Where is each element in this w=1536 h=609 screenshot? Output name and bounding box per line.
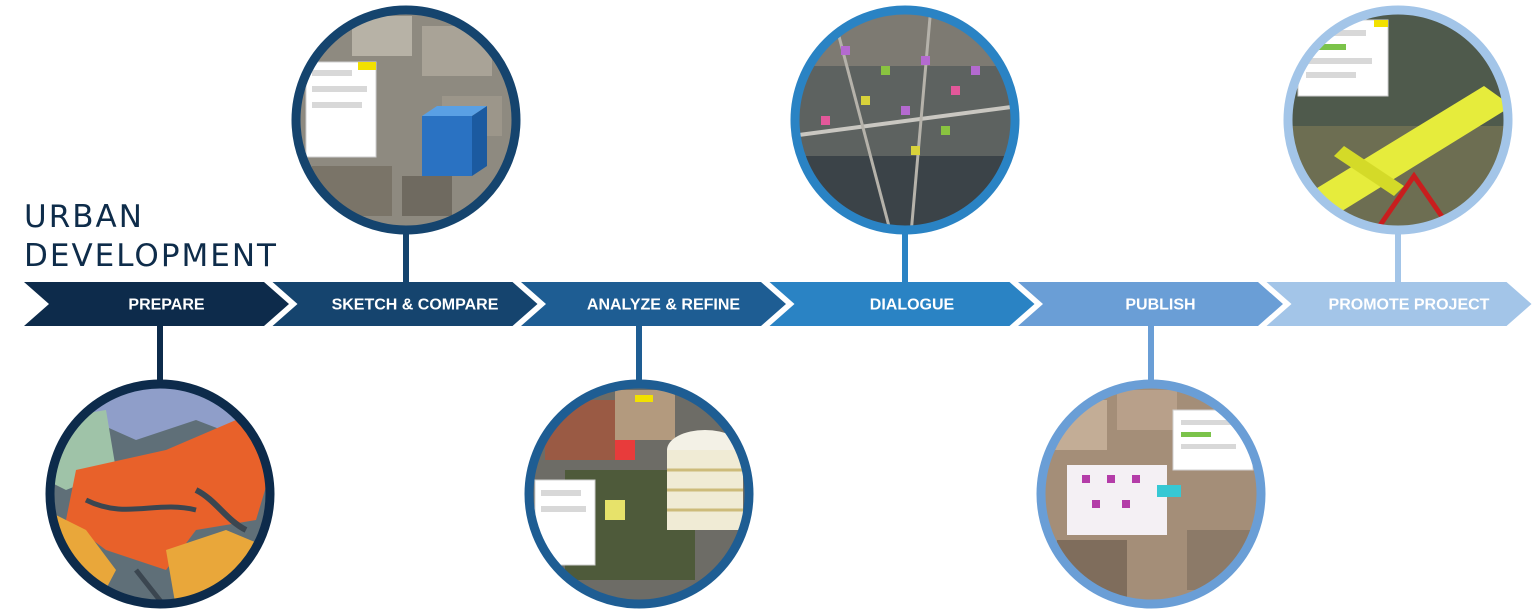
stage-image-ring-publish: [1036, 379, 1266, 609]
stage-arrow-promote-project: [1266, 282, 1532, 326]
stage-arrow-prepare: [24, 282, 289, 326]
title-line-1: URBAN: [24, 199, 144, 235]
stage-image-city-map-with-colored-markers: [797, 12, 1013, 228]
stage-image-ring-sketch-and-compare: [291, 5, 521, 235]
stage-image-yellow-infrastructure-3d-view: [1290, 12, 1506, 228]
title-line-2: DEVELOPMENT: [24, 238, 278, 274]
stage-image-ring-prepare: [45, 379, 275, 609]
stage-arrow-publish: [1018, 282, 1283, 326]
stage-arrow-analyze-and-refine: [521, 282, 786, 326]
stage-label-prepare: PREPARE: [128, 297, 204, 314]
stage-arrow-dialogue: [769, 282, 1035, 326]
stage-label-analyze-and-refine: ANALYZE & REFINE: [587, 297, 741, 314]
stage-label-promote-project: PROMOTE PROJECT: [1329, 297, 1490, 314]
stage-image-orange-and-green-zoning-map: [52, 386, 268, 602]
stage-arrow-sketch-and-compare: [272, 282, 538, 326]
stage-image-ring-promote-project: [1283, 5, 1513, 235]
stage-image-published-3d-building-view: [1043, 386, 1259, 602]
diagram-title: URBAN DEVELOPMENT: [24, 198, 278, 276]
stage-label-sketch-and-compare: SKETCH & COMPARE: [332, 297, 499, 314]
stage-image-3d-city-analysis-with-round-building: [531, 386, 747, 602]
stage-label-publish: PUBLISH: [1125, 297, 1195, 314]
stage-image-ring-dialogue: [790, 5, 1020, 235]
stage-image-3d-city-sketch-with-blue-volume: [298, 12, 514, 228]
stage-label-dialogue: DIALOGUE: [870, 297, 955, 314]
stage-image-ring-analyze-and-refine: [524, 379, 754, 609]
